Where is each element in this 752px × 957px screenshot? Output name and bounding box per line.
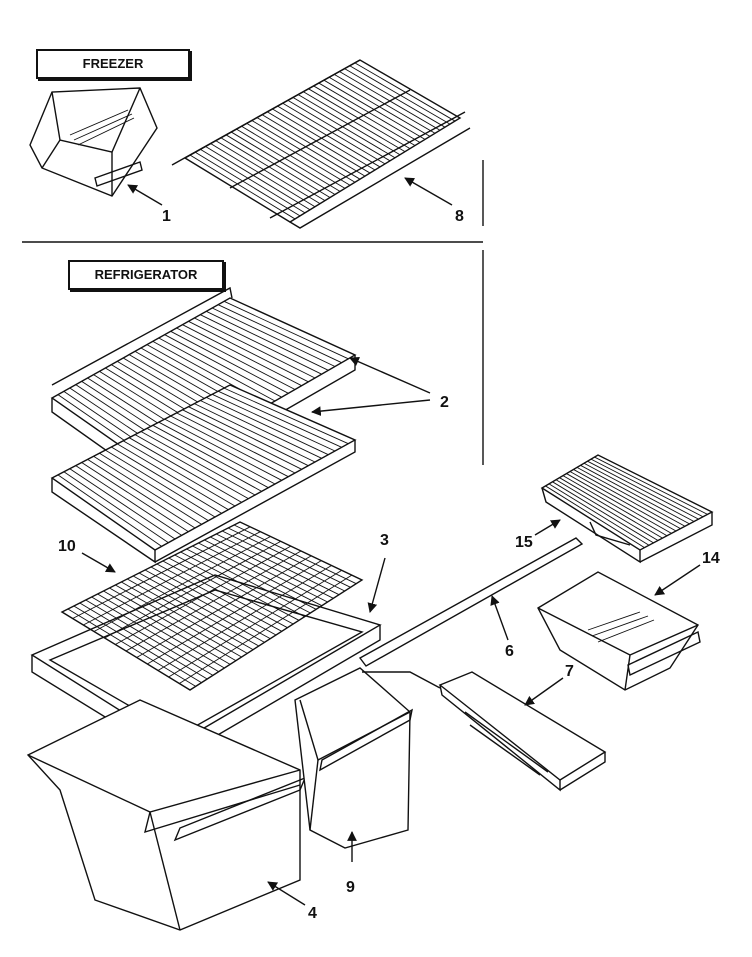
refrigerator-section-label: REFRIGERATOR <box>68 260 224 290</box>
freezer-section-label: FREEZER <box>36 49 190 79</box>
callout-2: 2 <box>440 394 449 411</box>
part-6-support-rail <box>358 537 584 667</box>
callout-7: 7 <box>565 663 574 680</box>
section-dividers <box>22 160 484 465</box>
callout-numbers: 1 8 2 3 10 15 14 6 7 9 4 <box>58 208 720 922</box>
callout-14: 14 <box>702 550 720 567</box>
part-10-crisper-cover-lattice <box>60 521 364 691</box>
part-9-crisper-drawer-small <box>294 667 413 849</box>
callout-8: 8 <box>455 208 464 225</box>
callout-3: 3 <box>380 532 389 549</box>
part-7-temperature-control-slide <box>362 671 607 792</box>
part-1-freezer-bin <box>29 87 158 197</box>
callout-4: 4 <box>308 905 317 922</box>
leader-arrows <box>81 177 701 906</box>
part-2-glass-shelf-upper <box>50 286 357 487</box>
callout-1: 1 <box>162 208 171 225</box>
part-15-meat-drawer-cover <box>540 454 714 564</box>
part-14-meat-drawer <box>537 571 701 691</box>
callout-9: 9 <box>346 879 355 896</box>
part-4-crisper-drawer-large <box>26 699 307 931</box>
callout-15: 15 <box>515 534 533 551</box>
callout-6: 6 <box>505 643 514 660</box>
callout-10: 10 <box>58 538 76 555</box>
part-8-freezer-wire-shelf <box>171 59 471 229</box>
part-2-glass-shelf-lower <box>50 384 357 564</box>
